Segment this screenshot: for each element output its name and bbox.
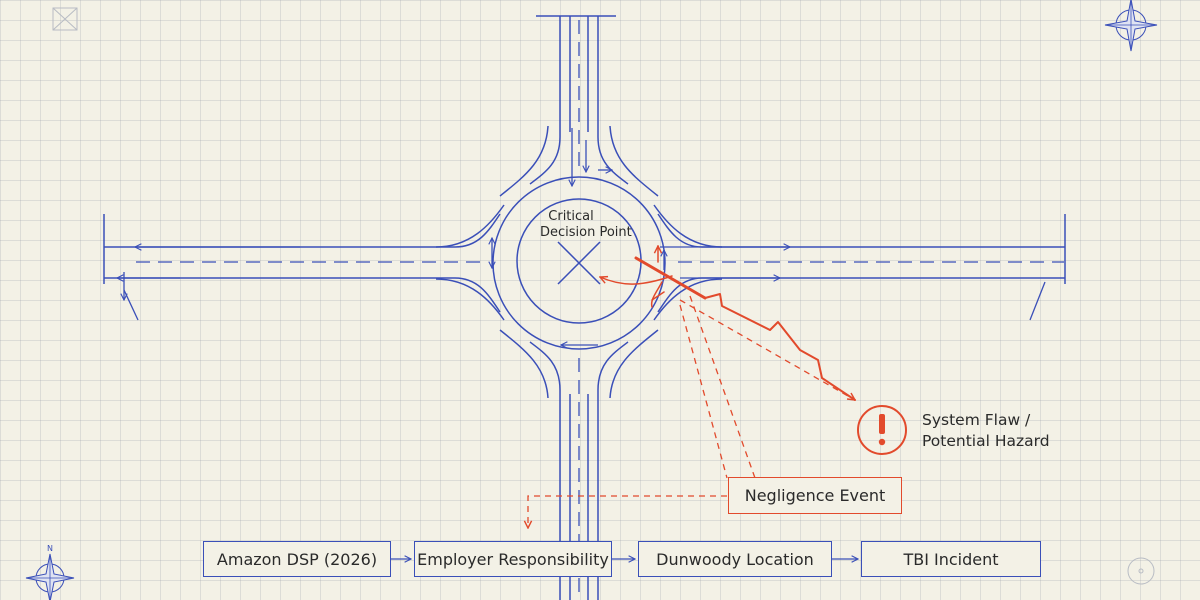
compass-north-label: N: [47, 544, 53, 553]
negligence-event-label: Negligence Event: [744, 486, 886, 505]
flow-step-label: Employer Responsibility: [417, 549, 609, 569]
critical-decision-point-label: Critical Decision Point: [540, 209, 632, 241]
crossed-box-icon: [52, 7, 78, 31]
traffic-direction-arrows: [117, 128, 1064, 345]
flow-step-label: TBI Incident: [903, 549, 999, 569]
flow-step-dunwoody-location: Dunwoody Location: [638, 541, 832, 577]
flow-step-label: Dunwoody Location: [656, 549, 814, 569]
hazard-dashed-links: [528, 295, 856, 528]
hazard-path: [600, 246, 855, 401]
lane-dividers: [136, 20, 1062, 598]
road-network: [103, 15, 1066, 600]
small-target-icon: [1127, 557, 1155, 585]
flow-step-tbi-incident: TBI Incident: [861, 541, 1041, 577]
flow-step-label: Amazon DSP (2026): [216, 549, 378, 569]
decision-label-line2: Decision Point: [540, 225, 632, 240]
compass-rose-icon: [25, 553, 75, 600]
flow-step-employer-responsibility: Employer Responsibility: [414, 541, 612, 577]
negligence-event-node: Negligence Event: [728, 477, 902, 514]
flow-step-amazon-dsp: Amazon DSP (2026): [203, 541, 391, 577]
decision-label-line1: Critical: [548, 209, 594, 224]
hazard-label-line1: System Flaw /: [922, 411, 1031, 429]
system-flaw-label: System Flaw / Potential Hazard: [922, 410, 1050, 452]
compass-rose-icon: [1104, 0, 1158, 52]
hazard-label-line2: Potential Hazard: [922, 432, 1050, 450]
exclamation-circle-icon: [857, 405, 907, 455]
